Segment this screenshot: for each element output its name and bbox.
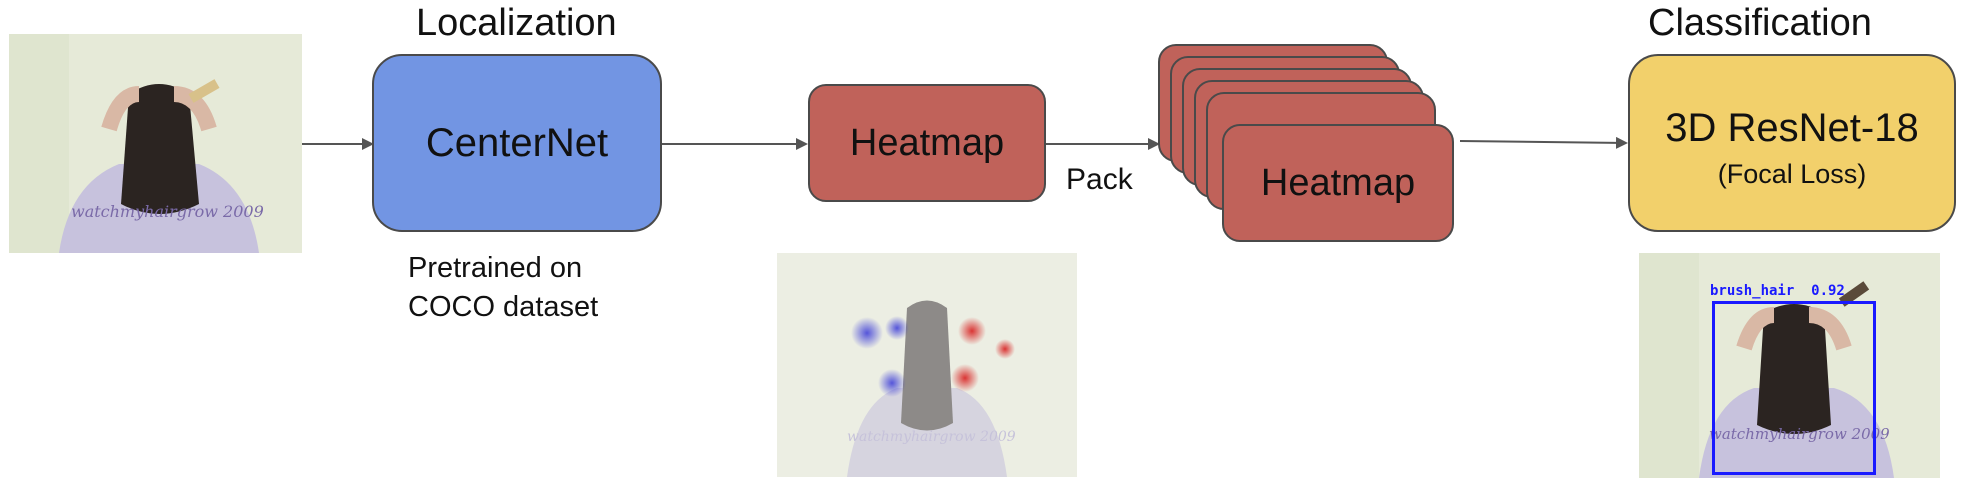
resnet-sublabel: (Focal Loss) [1717,159,1867,189]
heatmap-label: Heatmap [849,121,1005,164]
heatmap-watermark: watchmyhairgrow 2009 [847,429,1016,445]
pretrained-note-line1: Pretrained on [408,252,583,284]
heatmap-box: Heatmap [808,84,1046,202]
heatmap-stack-front: Heatmap [1222,124,1454,242]
detected-person-illustration [1639,253,1940,478]
heatmap-stack-label: Heatmap [1260,161,1416,204]
resnet-box: 3D ResNet-18 (Focal Loss) [1628,54,1956,232]
arrow-pack-to-resnet [1459,136,1628,149]
pretrained-note-line2: COCO dataset [408,291,599,323]
classification-title: Classification [1648,2,1872,44]
detection-label: brush_hair 0.92 [1710,283,1845,299]
localization-title: Localization [416,2,617,44]
resnet-label: 3D ResNet-18 [1665,106,1919,150]
pack-label: Pack [1066,163,1133,196]
output-detection-image: watchmyhairgrow 2009 brush_hair 0.92 [1639,253,1940,478]
input-watermark: watchmyhairgrow 2009 [71,202,264,221]
person-illustration [9,34,302,253]
detection-bounding-box [1712,301,1876,475]
heatmap-overlay-image: watchmyhairgrow 2009 [777,253,1077,477]
input-frame-image: watchmyhairgrow 2009 [9,34,302,253]
heatmap-illustration [777,253,1077,477]
output-watermark: watchmyhairgrow 2009 [1709,425,1890,443]
centernet-label: CenterNet [425,120,609,165]
centernet-box: CenterNet [372,54,662,232]
